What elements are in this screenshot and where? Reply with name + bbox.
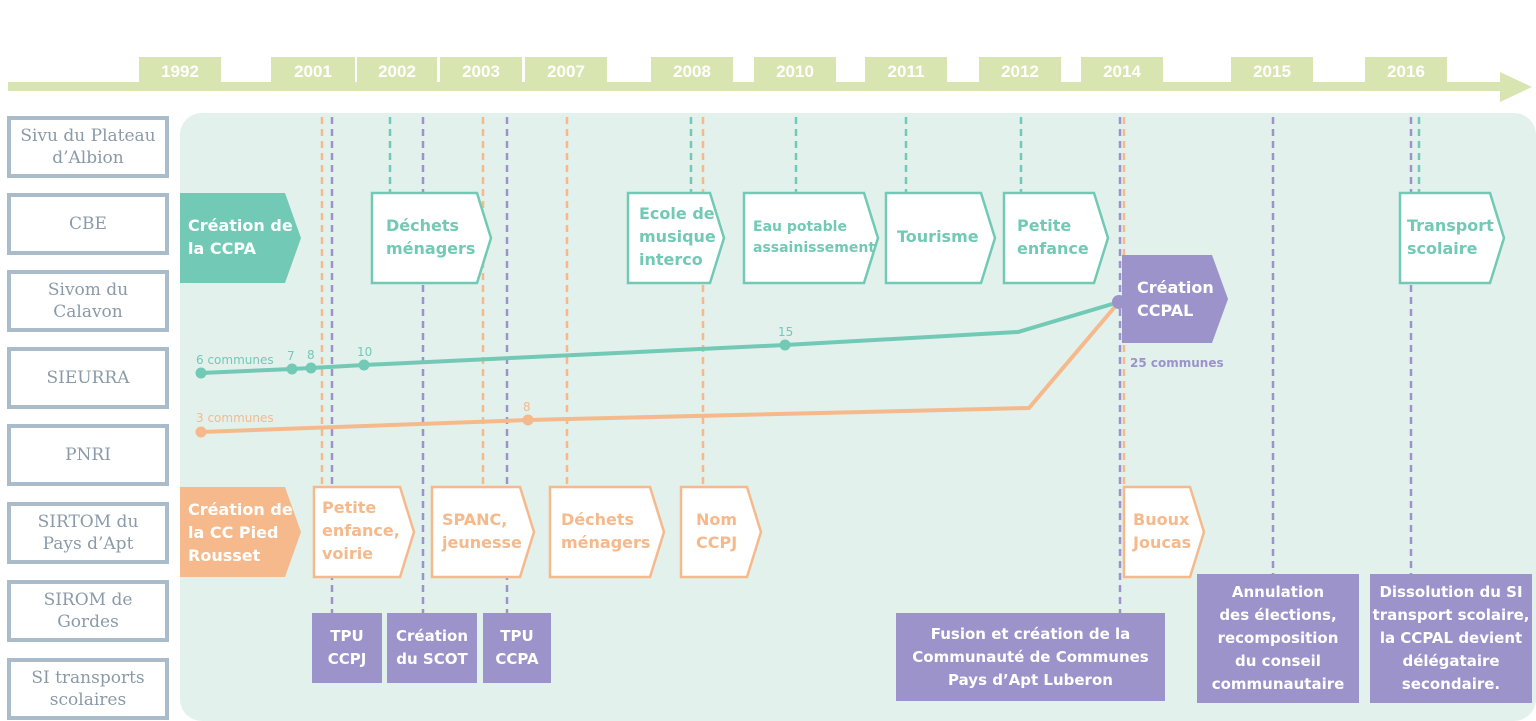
teal-label-15: 15 <box>778 325 794 339</box>
org-si-transports-scolaires: SI transports scolaires <box>7 658 169 720</box>
year-label: 2007 <box>525 57 607 87</box>
teal-point <box>779 339 791 351</box>
year-label: 1992 <box>139 57 221 87</box>
year-label: 2001 <box>271 57 355 87</box>
teal-point <box>358 359 370 371</box>
org-sivu-plateau-albion: Sivu du Plateau d’Albion <box>7 116 169 178</box>
orange-point <box>522 414 534 426</box>
ccpj-petite-enfance-shape <box>312 485 416 579</box>
ccpal-creation-shape <box>1122 255 1228 343</box>
orange-point <box>195 426 207 438</box>
teal-point <box>305 362 317 374</box>
year-label: 2003 <box>440 57 522 87</box>
teal-label-7: 7 <box>287 349 295 363</box>
teal-point <box>286 363 298 375</box>
ccpj-nom-label: Nom CCPJ <box>696 510 738 552</box>
ccpj-dechets-label: Déchets ménagers <box>561 510 651 552</box>
timeline-arrowhead <box>1500 72 1532 102</box>
ccpj-creation-shape <box>180 487 301 577</box>
event-annulation: Annulation des élections, recomposition … <box>1197 574 1359 703</box>
year-label: 2011 <box>865 57 947 87</box>
event-fusion: Fusion et création de la Communauté de C… <box>896 613 1165 701</box>
ccpal-creation-label: Création CCPAL <box>1137 278 1214 320</box>
year-label: 2008 <box>651 57 733 87</box>
ccpal-communes-label: 25 communes <box>1130 356 1224 370</box>
ccpa-ecole-label: Ecole de musique interco <box>639 204 716 269</box>
org-sivom-calavon: Sivom du Calavon <box>7 270 169 332</box>
year-label: 2016 <box>1365 57 1447 87</box>
year-label: 2012 <box>979 57 1061 87</box>
ccpa-tourisme-shape <box>884 191 997 285</box>
ccpj-nom-shape <box>679 485 763 579</box>
ccpj-buoux-shape <box>1122 485 1206 579</box>
event-creation-scot: Création du SCOT <box>387 613 477 683</box>
teal-label-8: 8 <box>307 348 315 362</box>
ccpa-petite-enfance-label: Petite enfance <box>1017 216 1089 258</box>
org-pnri: PNRI <box>7 424 169 486</box>
org-sirom-gordes: SIROM de Gordes <box>7 580 169 642</box>
ccpa-dechets-label: Déchets ménagers <box>386 216 476 258</box>
teal-point <box>195 367 207 379</box>
ccpal-transport-shape <box>1398 191 1506 285</box>
ccpa-eau-label: Eau potable assainissement <box>753 219 876 256</box>
event-tpu-ccpj: TPU CCPJ <box>312 613 382 683</box>
ccpj-spanc-shape <box>430 485 536 579</box>
org-sirtom-pays-apt: SIRTOM du Pays d’Apt <box>7 502 169 564</box>
ccpa-petite-enfance-shape <box>1002 191 1110 285</box>
ccpa-ecole-shape <box>626 191 726 285</box>
ccpa-creation-shape <box>180 193 301 283</box>
ccpj-buoux-label: Buoux Joucas <box>1133 510 1192 552</box>
event-tpu-ccpa: TPU CCPA <box>483 613 551 683</box>
ccpj-petite-enfance-label: Petite enfance, voirie <box>322 498 400 563</box>
year-label: 2010 <box>754 57 836 87</box>
ccpj-spanc-label: SPANC, jeunesse <box>442 510 522 552</box>
year-label: 2014 <box>1081 57 1163 87</box>
ccpa-dechets-shape <box>370 191 493 285</box>
ccpa-tourisme-label: Tourisme <box>897 227 979 246</box>
ccpj-dechets-shape <box>548 485 666 579</box>
org-sieurra: SIEURRA <box>7 347 169 409</box>
teal-label-10: 10 <box>357 345 373 359</box>
ccpj-creation-label: Création de la CC Pied Rousset <box>188 500 293 565</box>
ccpa-eau-shape <box>742 191 880 285</box>
ccpal-transport-label: Transport scolaire <box>1407 216 1494 258</box>
orange-communes-line <box>200 300 1121 434</box>
org-cbe: CBE <box>7 193 169 255</box>
teal-label-6-communes: 6 communes <box>196 353 274 367</box>
year-label: 2015 <box>1231 57 1313 87</box>
merge-point <box>1112 295 1126 309</box>
year-label: 2002 <box>357 57 437 87</box>
orange-label-3-communes: 3 communes <box>196 411 274 425</box>
ccpa-creation-label: Création de la CCPA <box>188 216 293 258</box>
orange-label-8: 8 <box>523 400 531 414</box>
event-dissolution: Dissolution du SI transport scolaire, la… <box>1370 574 1532 703</box>
